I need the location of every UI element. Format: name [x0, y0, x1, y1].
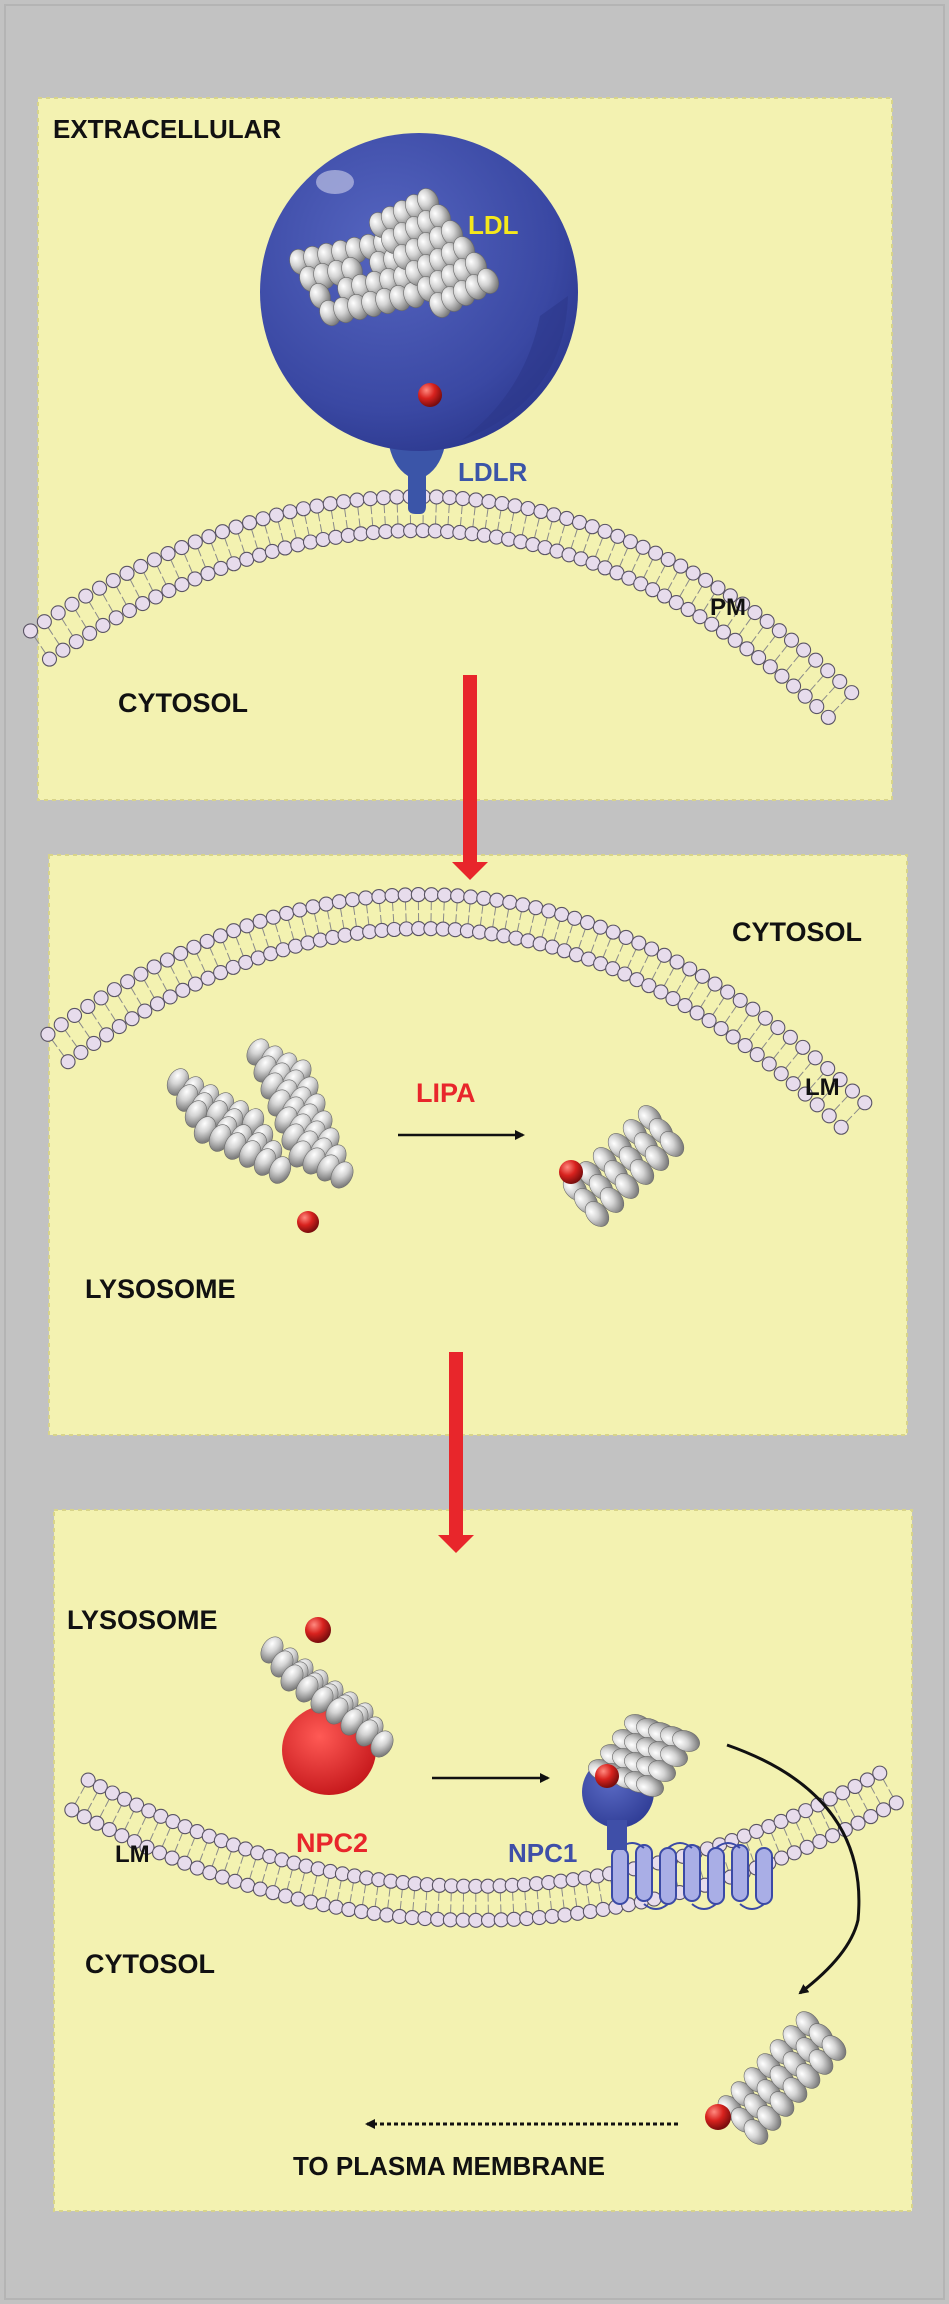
cholesterol-molecule-icon [588, 1714, 700, 1797]
label-npc1: NPC1 [508, 1838, 578, 1868]
label-ldlr: LDLR [458, 457, 528, 487]
transition-arrow-1 [452, 675, 488, 880]
cholesteryl-ester-icon [289, 188, 499, 407]
label-to-plasma-membrane: TO PLASMA MEMBRANE [293, 2151, 605, 2181]
cholesterol-molecule-icon [705, 2011, 847, 2145]
label-lm-3: LM [115, 1841, 150, 1868]
label-cytosol-1: CYTOSOL [118, 688, 249, 718]
label-ldl: LDL [468, 210, 519, 240]
cholesterol-molecule-icon [260, 1617, 394, 1758]
transition-arrow-2 [438, 1352, 474, 1553]
label-extracellular: EXTRACELLULAR [53, 114, 282, 144]
label-cytosol-2: CYTOSOL [732, 917, 863, 947]
label-pm: PM [710, 594, 746, 621]
label-lipa: LIPA [416, 1078, 476, 1108]
cholesteryl-ester-icon [166, 1038, 354, 1233]
label-lm-2: LM [805, 1074, 840, 1101]
cholesterol-molecule-icon [559, 1105, 685, 1227]
plasma-membrane-bilayer [22, 489, 860, 725]
export-curved-arrow [726, 1743, 861, 1995]
label-lysosome-2: LYSOSOME [85, 1274, 236, 1304]
ldlr-receptor-icon [388, 440, 446, 514]
npc1-transmembrane-helices [611, 1842, 773, 1910]
label-npc2: NPC2 [296, 1828, 369, 1858]
label-cytosol-3: CYTOSOL [85, 1949, 216, 1979]
lysosome-membrane-bilayer [40, 887, 873, 1135]
label-lysosome-3: LYSOSOME [67, 1605, 218, 1635]
